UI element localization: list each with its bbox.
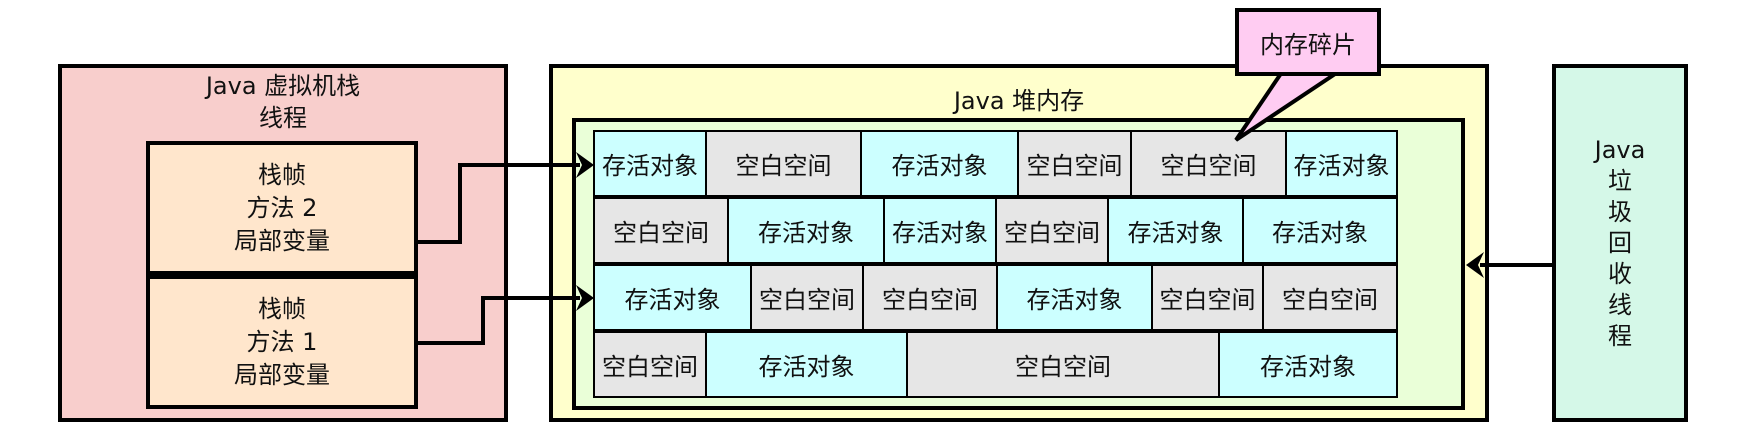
- heap-block: 空白空间: [1017, 130, 1132, 197]
- reference-arrow-frame-1: [418, 296, 580, 345]
- heap-block: 空白空间: [593, 197, 729, 264]
- java-heap-title: Java 堆内存: [953, 87, 1085, 115]
- heap-block: 空白空间: [750, 264, 864, 331]
- frame-locals: 局部变量: [234, 226, 330, 255]
- heap-block: 空白空间: [705, 130, 862, 197]
- heap-block: 存活对象: [705, 331, 908, 398]
- frame-method: 方法 1: [246, 327, 318, 356]
- frame-label: 栈帧: [258, 160, 306, 189]
- heap-block: 存活对象: [593, 264, 752, 331]
- heap-block: 空白空间: [906, 331, 1220, 398]
- gc-label-line: 程: [1608, 321, 1632, 350]
- heap-block: 空白空间: [1130, 130, 1287, 197]
- heap-block: 空白空间: [862, 264, 998, 331]
- heap-block: 空白空间: [1151, 264, 1264, 331]
- heap-block: 存活对象: [1218, 331, 1398, 398]
- jvm-stack-title-line2: 线程: [259, 104, 307, 132]
- heap-block: 存活对象: [1107, 197, 1244, 264]
- heap-block: 存活对象: [996, 264, 1153, 331]
- frame-label: 栈帧: [258, 294, 306, 323]
- heap-block: 存活对象: [1285, 130, 1398, 197]
- gc-label-line: 收: [1608, 259, 1632, 288]
- gc-label-line: 线: [1608, 290, 1632, 319]
- stack-frame-method-1: 栈帧 方法 1 局部变量: [146, 275, 418, 409]
- gc-label-line: Java: [1594, 135, 1646, 164]
- reference-arrow-frame-2: [418, 163, 580, 244]
- memory-fragmentation-callout: 内存碎片: [1235, 8, 1381, 76]
- heap-block: 存活对象: [727, 197, 885, 264]
- gc-label-line: 回: [1608, 228, 1632, 257]
- heap-block: 存活对象: [883, 197, 997, 264]
- heap-block: 存活对象: [1242, 197, 1398, 264]
- heap-block: 存活对象: [860, 130, 1019, 197]
- heap-block: 空白空间: [593, 331, 707, 398]
- callout-label: 内存碎片: [1260, 30, 1356, 59]
- frame-method: 方法 2: [246, 193, 318, 222]
- gc-label-line: 圾: [1608, 197, 1632, 226]
- gc-label-line: 垃: [1608, 166, 1632, 195]
- gc-scan-arrowhead: [1466, 252, 1484, 278]
- jvm-stack-title: Java 虚拟机栈 线程: [62, 70, 504, 134]
- heap-block: 存活对象: [593, 130, 707, 197]
- jvm-stack-title-line1: Java 虚拟机栈: [205, 72, 361, 100]
- reference-arrowhead-frame-2: [576, 152, 594, 178]
- frame-locals: 局部变量: [234, 360, 330, 389]
- gc-thread-box: Java 垃 圾 回 收 线 程: [1552, 64, 1688, 422]
- heap-block: 空白空间: [1262, 264, 1398, 331]
- callout-pointer: [1234, 70, 1345, 142]
- stack-frame-method-2: 栈帧 方法 2 局部变量: [146, 141, 418, 275]
- heap-block: 空白空间: [995, 197, 1109, 264]
- reference-arrowhead-frame-1: [576, 285, 594, 311]
